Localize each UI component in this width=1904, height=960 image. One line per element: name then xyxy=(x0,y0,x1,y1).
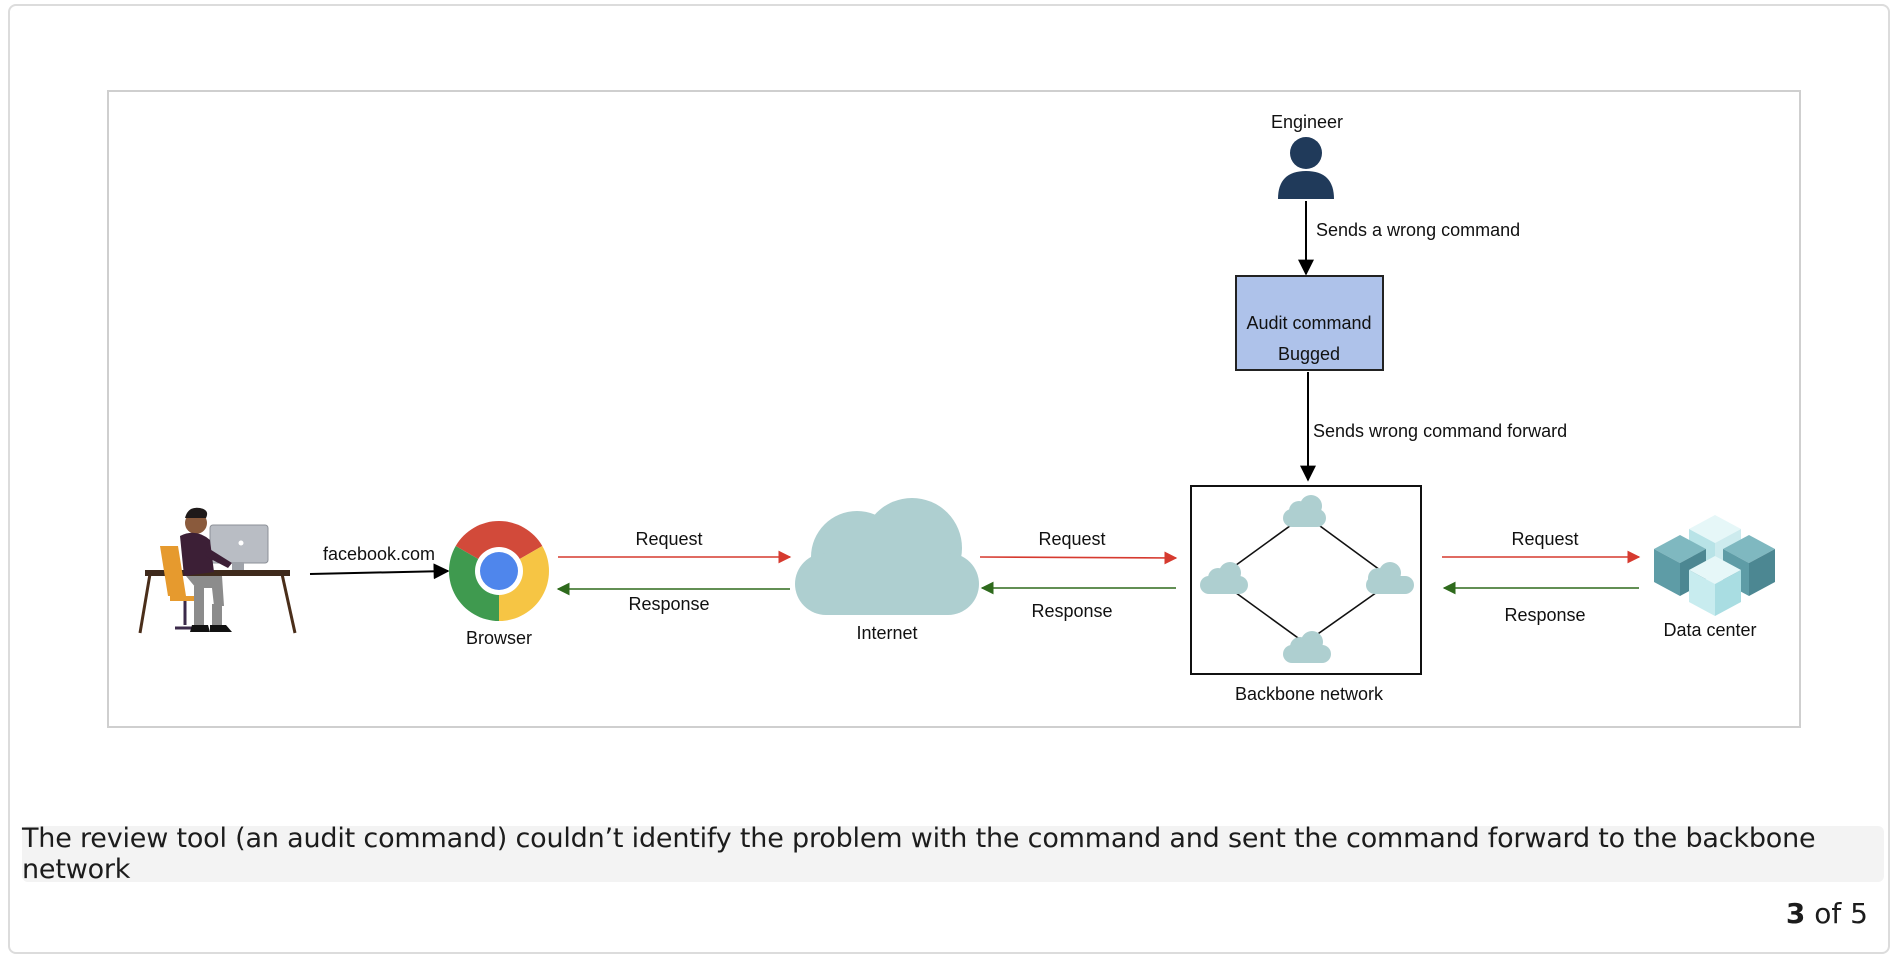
slide-caption: The review tool (an audit command) could… xyxy=(22,823,1884,885)
sends-wrong-command-label: Sends a wrong command xyxy=(1316,220,1520,240)
slide-pager: 3 of 5 xyxy=(1786,897,1868,930)
audit-bugged-label: Bugged xyxy=(1278,344,1340,364)
internet-label: Internet xyxy=(856,623,917,643)
backbone-node-bottom-cloud-icon xyxy=(1283,631,1331,663)
pager-total: of 5 xyxy=(1814,897,1868,930)
browser-label: Browser xyxy=(466,628,532,648)
request-label-2: Request xyxy=(1038,529,1105,549)
backbone-node-left-cloud-icon xyxy=(1200,562,1248,594)
chrome-browser-icon xyxy=(449,521,549,621)
engineer-person-icon xyxy=(1278,137,1334,199)
request-label-3: Request xyxy=(1511,529,1578,549)
pager-current: 3 xyxy=(1785,897,1806,930)
backbone-node-right-cloud-icon xyxy=(1366,562,1414,594)
response-label-1: Response xyxy=(628,594,709,614)
data-center-cubes-icon xyxy=(1654,515,1775,616)
audit-command-label: Audit command xyxy=(1246,313,1371,333)
internet-cloud-icon xyxy=(795,498,979,615)
user-at-desk-illustration xyxy=(138,507,297,634)
backbone-node-top-cloud-icon xyxy=(1283,495,1326,527)
diagram-frame xyxy=(107,90,1801,728)
url-label: facebook.com xyxy=(323,544,435,564)
sends-wrong-forward-label: Sends wrong command forward xyxy=(1313,421,1567,441)
data-center-label: Data center xyxy=(1663,620,1756,640)
response-label-2: Response xyxy=(1031,601,1112,621)
request-arrow-internet-backbone xyxy=(979,551,1178,565)
engineer-label: Engineer xyxy=(1271,112,1343,132)
backbone-label: Backbone network xyxy=(1235,684,1384,704)
audit-command-box xyxy=(1235,275,1384,371)
request-label-1: Request xyxy=(635,529,702,549)
user-to-browser-arrow xyxy=(309,563,450,580)
response-label-3: Response xyxy=(1504,605,1585,625)
